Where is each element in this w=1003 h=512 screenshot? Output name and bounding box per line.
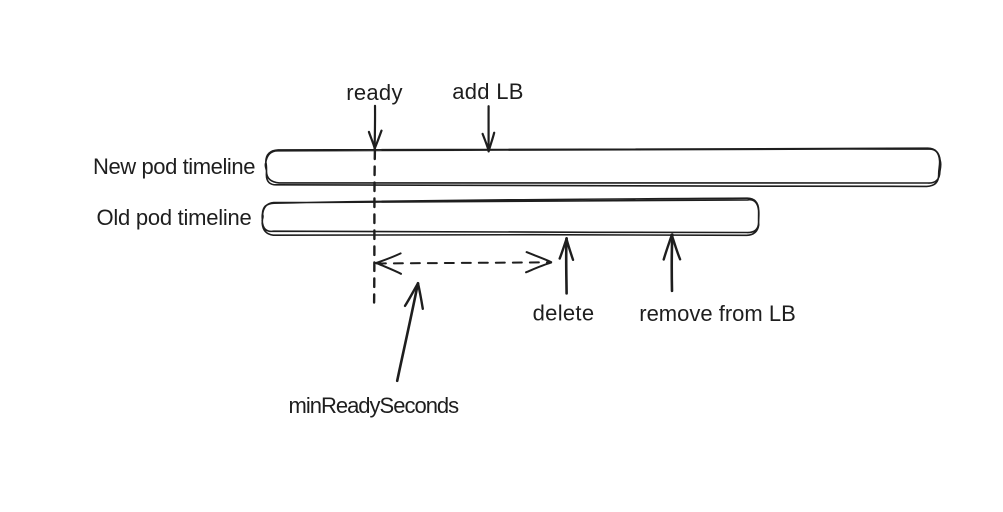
svg-text:New pod timeline: New pod timeline: [93, 154, 255, 179]
svg-text:remove from LB: remove from LB: [639, 301, 796, 326]
svg-text:minReadySeconds: minReadySeconds: [289, 393, 460, 418]
svg-text:ready: ready: [346, 80, 403, 105]
svg-text:add LB: add LB: [452, 79, 524, 104]
svg-text:Old pod timeline: Old pod timeline: [97, 205, 252, 230]
svg-text:delete: delete: [533, 301, 595, 326]
